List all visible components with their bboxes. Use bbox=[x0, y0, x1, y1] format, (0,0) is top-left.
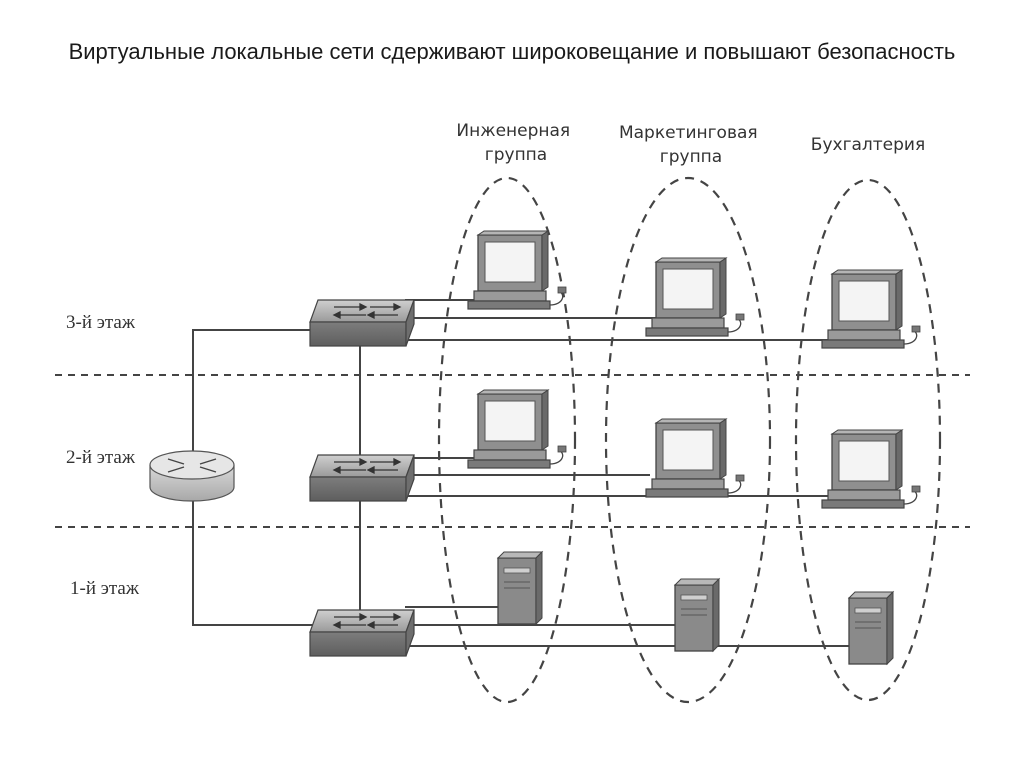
vlan-accounting-ellipse bbox=[794, 178, 942, 702]
group-label-accounting: Бухгалтерия bbox=[811, 135, 925, 155]
server-icon-acc-floor1 bbox=[848, 591, 894, 665]
slide-title: Виртуальные локальные сети сдерживают ши… bbox=[68, 39, 956, 64]
floor-label-3: 3-й этаж bbox=[66, 312, 136, 333]
workstation-icon-mkt-floor3 bbox=[645, 257, 745, 337]
workstation-icon-eng-floor2 bbox=[467, 389, 567, 469]
group-label-engineering: Инженерная группа bbox=[456, 121, 575, 165]
router-icon bbox=[149, 450, 235, 502]
floor2-cables bbox=[400, 457, 830, 497]
floor-label-1: 1-й этаж bbox=[70, 578, 140, 599]
workstation-icon-mkt-floor2 bbox=[645, 418, 745, 498]
switch-icon-floor1 bbox=[309, 609, 415, 657]
vlan-marketing-ellipse bbox=[604, 176, 772, 704]
vlan-engineering-ellipse bbox=[437, 176, 577, 704]
floor3-cables bbox=[400, 299, 830, 341]
workstation-icon-acc-floor3 bbox=[821, 269, 921, 349]
workstation-icon-acc-floor2 bbox=[821, 429, 921, 509]
floor-label-2: 2-й этаж bbox=[66, 447, 136, 468]
switch-icon-floor3 bbox=[309, 299, 415, 347]
floor1-cables bbox=[400, 606, 850, 647]
switch-icon-floor2 bbox=[309, 454, 415, 502]
group-label-marketing: Маркетинговая группа bbox=[619, 123, 763, 167]
server-icon-eng-floor1 bbox=[497, 551, 543, 625]
server-icon-mkt-floor1 bbox=[674, 578, 720, 652]
